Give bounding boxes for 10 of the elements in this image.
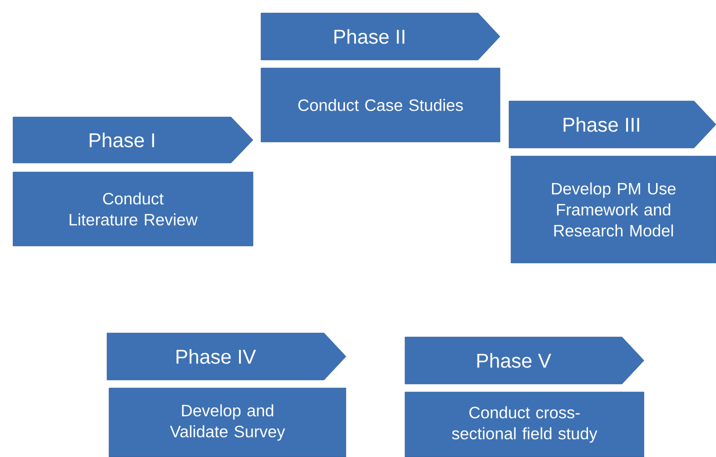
task-box: Conduct Case Studies <box>260 68 500 142</box>
task-box: Conduct Literature Review <box>12 172 254 246</box>
phase-header: Phase III <box>508 100 716 148</box>
task-box: Develop PM Use Framework and Research Model <box>510 156 716 264</box>
task-box: Develop and Validate Survey <box>108 388 346 457</box>
phase-header: Phase I <box>12 116 254 164</box>
phase-header: Phase IV <box>106 332 346 380</box>
phase-header: Phase II <box>260 12 500 60</box>
task-box: Conduct cross-sectional field study <box>404 392 644 457</box>
phase-header: Phase V <box>404 336 644 384</box>
